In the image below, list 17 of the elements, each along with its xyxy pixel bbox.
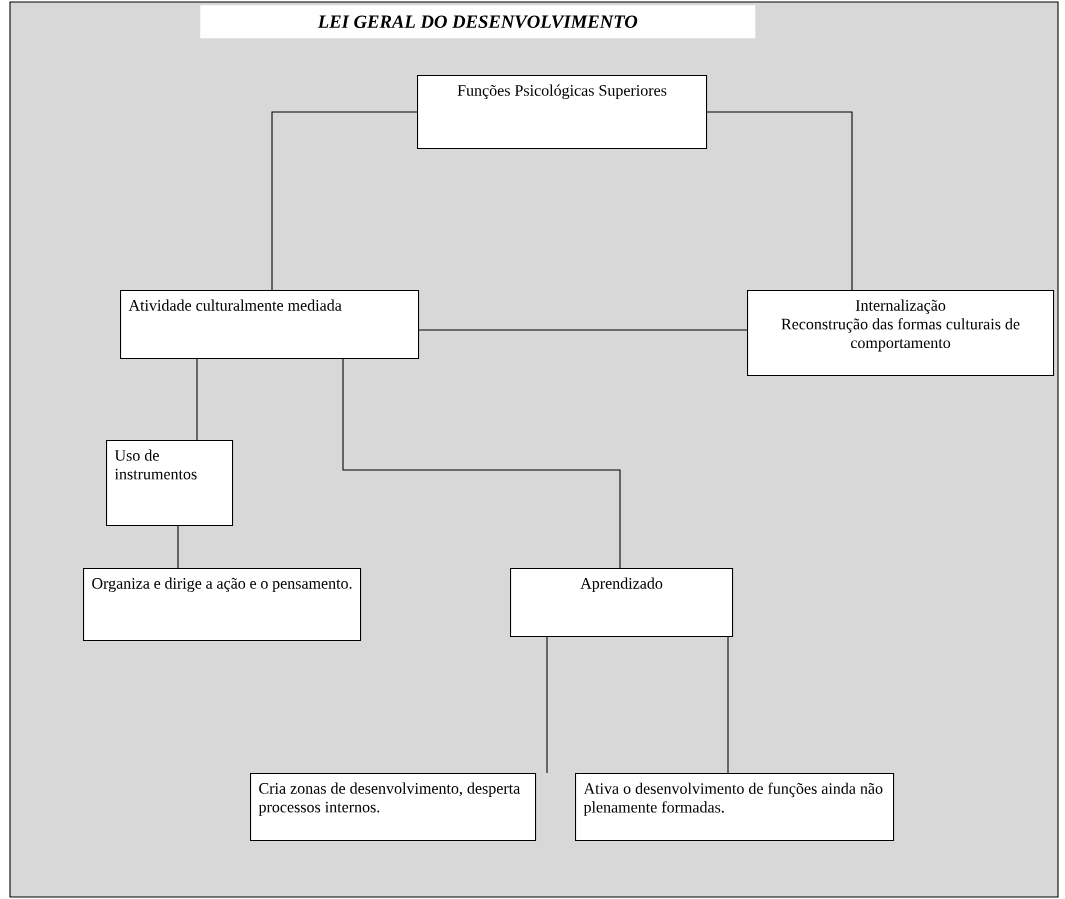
concept-box: Funções Psicológicas Superiores (417, 75, 708, 150)
connector-line (271, 111, 418, 291)
concept-box: Atividade culturalmente mediada (120, 290, 420, 360)
connector-line (546, 636, 548, 774)
concept-box: Aprendizado (510, 568, 734, 638)
connector-line (418, 329, 748, 331)
concept-box: Uso de instrumentos (106, 440, 234, 527)
connector-line (177, 525, 179, 569)
connector-line (727, 636, 729, 774)
concept-box: Internalização Reconstrução das formas culturais de comportamento (747, 290, 1055, 377)
connector-line (706, 111, 853, 291)
concept-box: Organiza e dirige a ação e o pensamento. (83, 568, 362, 642)
title-banner: LEI GERAL DO DESENVOLVIMENTO (200, 5, 756, 39)
concept-box: Ativa o desenvolvimento de funções ainda não plenamente formadas. (575, 773, 895, 842)
concept-box: Cria zonas de desenvolvimento, desperta processos internos. (250, 773, 537, 842)
connector-line (196, 358, 198, 441)
connector-line (342, 358, 621, 569)
